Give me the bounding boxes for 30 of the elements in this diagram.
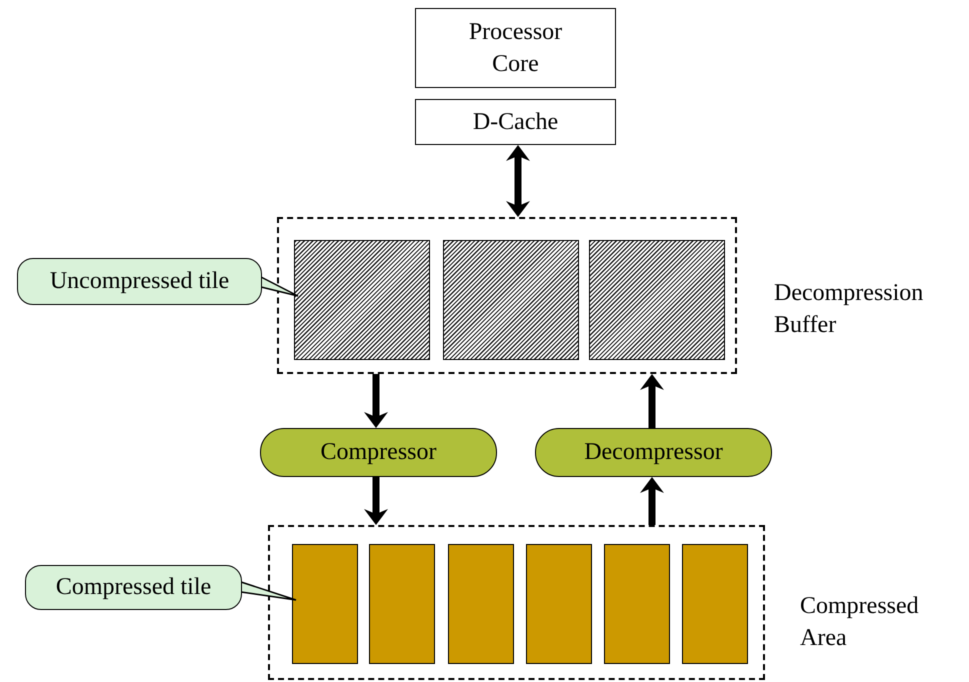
node-label: Decompressor bbox=[583, 439, 724, 466]
arrow bbox=[364, 374, 388, 428]
region-label: Decompression Buffer bbox=[774, 279, 924, 340]
arrow bbox=[640, 477, 664, 525]
hatched-tile bbox=[443, 240, 579, 360]
arrow bbox=[640, 374, 664, 428]
process-pill bbox=[260, 428, 497, 477]
tile bbox=[604, 544, 670, 664]
arrow bbox=[506, 145, 530, 217]
hatched-tile bbox=[589, 240, 725, 360]
tile bbox=[526, 544, 592, 664]
process-pill bbox=[535, 428, 772, 477]
tile bbox=[448, 544, 514, 664]
node-label: Compressor bbox=[320, 439, 438, 466]
callout-tail bbox=[240, 581, 297, 601]
tile bbox=[369, 544, 435, 664]
node-label: Uncompressed tile bbox=[48, 268, 230, 295]
callout-tail bbox=[260, 276, 299, 297]
node-label: D-Cache bbox=[472, 108, 560, 137]
tile bbox=[682, 544, 748, 664]
callout-bubble bbox=[25, 565, 242, 610]
node-label: Compressed tile bbox=[54, 574, 212, 601]
cache-box bbox=[415, 99, 616, 145]
tile bbox=[292, 544, 358, 664]
node-label: Processor Core bbox=[468, 18, 564, 79]
callout-bubble bbox=[17, 258, 262, 305]
region-label: Compressed Area bbox=[800, 592, 920, 654]
arrow bbox=[364, 477, 388, 525]
hatched-tile bbox=[294, 240, 430, 360]
processor-box bbox=[415, 8, 616, 88]
